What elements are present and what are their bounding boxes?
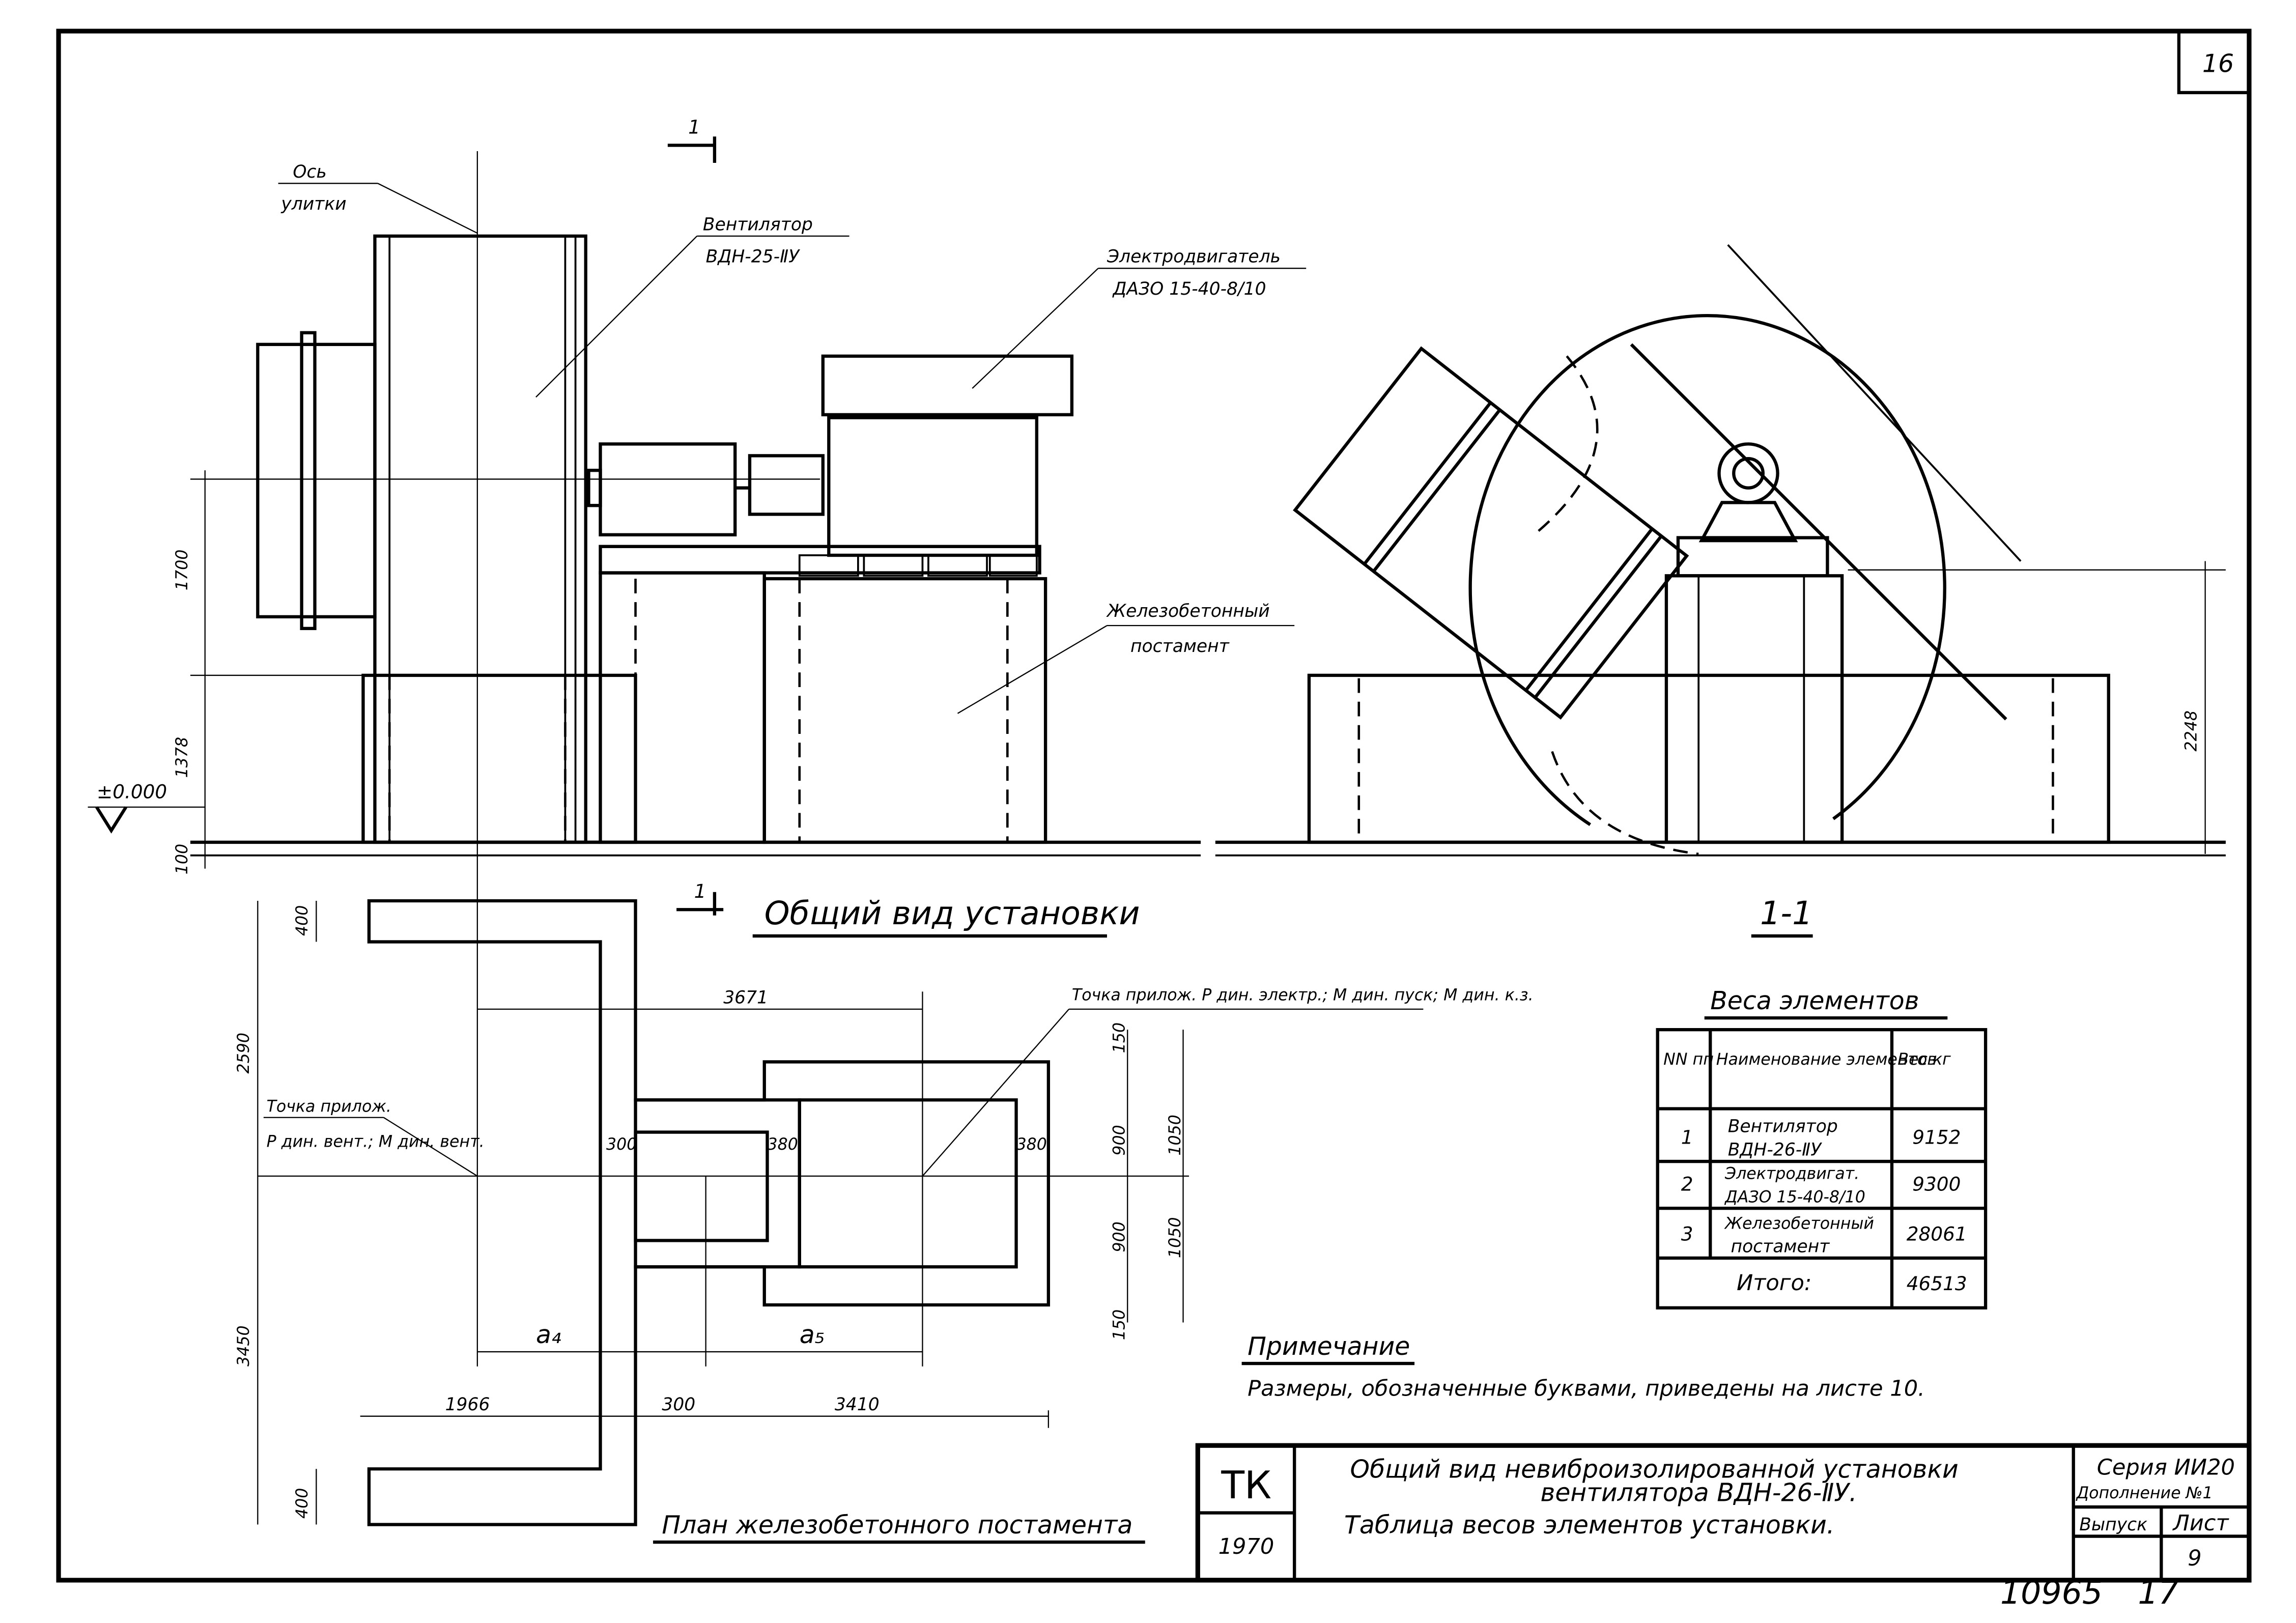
title-line-2: вентилятора ВДН-26-ⅡУ. [1541,1478,1857,1507]
dim-1050-bottom: 1050 [1166,1217,1184,1258]
dim-1050-top: 1050 [1166,1115,1184,1155]
dim-150-top: 150 [1110,1022,1128,1053]
fan-wheel [1468,314,1946,827]
plan-opening-left [634,1130,769,1242]
dim-2590: 2590 [235,1033,253,1073]
page-number: 16 [2202,49,2234,78]
dim-a5: a₅ [800,1320,825,1349]
note-title: Примечание [1248,1332,1410,1361]
table-header-nn: NN пп [1663,1050,1714,1069]
axis-label-2: улитки [280,194,346,214]
plan-outline [367,899,1051,1526]
row3-name-1: Железобетонный [1724,1214,1874,1233]
dim-2248: 2248 [2182,710,2200,751]
load-point-fan-1: Точка прилож. [267,1097,391,1116]
title-line-3: Таблица весов элементов установки. [1344,1511,1834,1540]
row2-name-1: Электродвигат. [1724,1165,1859,1183]
tilted-duct [1293,346,1689,720]
row1-weight: 9152 [1912,1126,1961,1149]
section-view: 2248 1-1 [1215,244,2226,938]
row1-name-1: Вентилятор [1728,1117,1838,1137]
org-code: ТК [1221,1463,1271,1507]
note-text: Размеры, обозначенные буквами, приведены… [1248,1376,1925,1401]
table-header-name: Наименование элементов [1716,1050,1937,1069]
page-number-box [2177,29,2251,95]
dim-a4: a₄ [536,1320,561,1349]
plan-opening-right [798,1098,1018,1269]
row2-nn: 2 [1681,1173,1693,1195]
section-center-column [1664,574,1844,844]
level-mark: ±0.000 [97,781,167,803]
section-mark-top: 1 [688,116,700,138]
table-header-weight: Вес кг [1897,1050,1951,1069]
year: 1970 [1218,1534,1274,1559]
total-value: 46513 [1907,1272,1967,1295]
archive-number: 10965 [2000,1574,2103,1611]
dim-150-bottom: 150 [1110,1309,1128,1340]
dim-1966: 1966 [445,1394,490,1415]
dim-400-bottom: 400 [293,1488,311,1519]
load-point-fan-2: Р дин. вент.; М дин. вент. [267,1132,485,1151]
section-mark-bottom: 1 [694,880,706,902]
dim-380-b: 380 [1016,1135,1047,1154]
dim-900-top: 900 [1110,1125,1128,1155]
supplement-label: Дополнение №1 [2075,1484,2213,1502]
plan-view: 400 2590 3450 400 3671 a₄ a₅ 1966 300 34… [235,899,1534,1544]
dim-300-left: 300 [606,1135,637,1154]
coupling [748,454,825,516]
dim-3410: 3410 [835,1394,880,1415]
dim-100: 100 [173,844,191,874]
dim-400-top: 400 [293,905,311,936]
fan-foundation [361,673,637,844]
motor-body [827,416,1039,557]
row2-weight: 9300 [1912,1173,1961,1195]
row1-name-2: ВДН-26-ⅡУ [1728,1140,1822,1160]
motor-terminal-box [821,354,1074,417]
pedestal-left [599,571,766,844]
row2-name-2: ДАЗО 15-40-8/10 [1724,1188,1865,1207]
dim-380-a: 380 [768,1135,798,1154]
fan-label-1: Вентилятор [703,214,813,235]
sheet-label: Лист [2172,1511,2229,1536]
bearing-housing [599,442,737,536]
pedestal-label-2: постамент [1130,636,1230,657]
pedestal-label-1: Железобетонный [1106,601,1270,621]
table-title: Веса элементов [1710,986,1919,1015]
row1-nn: 1 [1681,1126,1693,1149]
fan-casing [373,234,587,844]
note: Примечание Размеры, обозначенные буквами… [1241,1332,1925,1401]
row3-nn: 3 [1681,1222,1693,1245]
row3-name-2: постамент [1731,1236,1830,1257]
title-block: ТК 1970 Общий вид невиброизолированной у… [1195,1443,2252,1583]
series-label: Серия ИИ20 [2097,1455,2235,1480]
title-line-1: Общий вид невиброизолированной установки [1350,1455,1959,1484]
motor-label-1: Электродвигатель [1107,247,1281,267]
dim-3450: 3450 [235,1325,253,1366]
plan-title: План железобетонного постамента [662,1511,1132,1540]
issue-label: Выпуск [2079,1515,2147,1535]
elevation-view: ±0.000 1700 1378 100 1 1 Ось улитки Вент… [88,116,1307,1366]
fan-label-2: ВДН-25-ⅡУ [706,247,800,267]
total-label: Итого: [1737,1270,1811,1296]
elevation-title: Общий вид установки [764,894,1140,932]
dim-900-bottom: 900 [1110,1221,1128,1252]
motor-label-2: ДАЗО 15-40-8/10 [1112,279,1266,299]
row3-weight: 28061 [1907,1222,1967,1245]
pedestal-right [762,577,1047,844]
dim-3671: 3671 [723,987,768,1008]
sheet-number: 9 [2188,1546,2201,1571]
load-point-motor: Точка прилож. Р дин. электр.; М дин. пус… [1072,986,1534,1005]
weights-table: Веса элементов NN пп Наименование элемен… [1656,986,1988,1309]
bearing [1717,442,1779,504]
axis-label-1: Ось [293,162,327,182]
dim-1700: 1700 [173,550,191,590]
section-title: 1-1 [1760,894,1812,932]
dim-300-bottom: 300 [662,1394,695,1415]
sheet-total: 17 [2138,1574,2179,1611]
dim-1378: 1378 [173,737,191,778]
sheet-border [56,29,2252,1583]
